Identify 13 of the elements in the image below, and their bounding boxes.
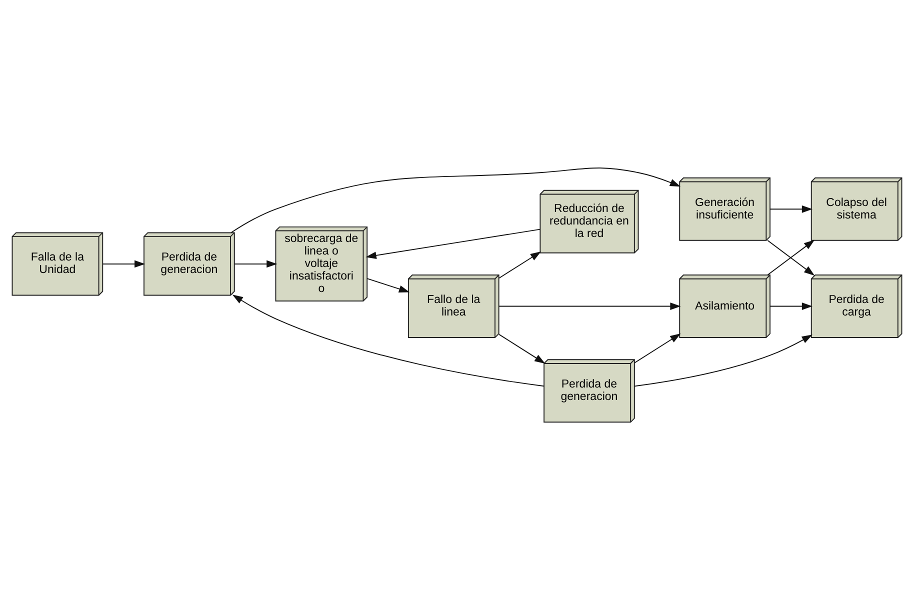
arrow bbox=[102, 260, 146, 268]
arrow bbox=[770, 302, 812, 310]
arrow bbox=[498, 252, 542, 279]
arrow bbox=[234, 260, 278, 268]
arrow bbox=[498, 302, 681, 310]
arrow bbox=[634, 334, 812, 387]
arrow bbox=[498, 334, 546, 364]
arrow bbox=[366, 278, 410, 293]
arrow bbox=[366, 228, 541, 260]
arrow bbox=[232, 294, 544, 387]
arrow bbox=[770, 205, 812, 213]
arrow bbox=[634, 334, 681, 364]
arrow bbox=[230, 168, 681, 233]
